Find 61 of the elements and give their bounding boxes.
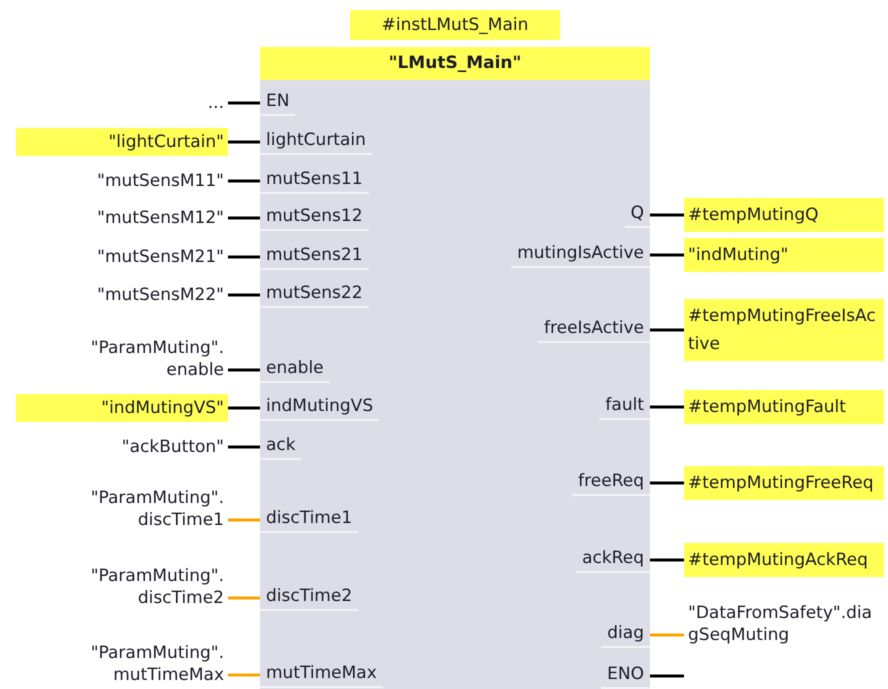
operand-text: "ParamMuting". discTime1 [68,484,228,534]
wire [650,214,684,216]
wire [650,328,684,332]
wire [228,596,260,600]
pin-label: EN [260,87,296,116]
wire [228,102,260,104]
wire [228,294,260,296]
tag-operand: "lightCurtain" [16,128,228,156]
wire [228,674,260,676]
operand-text: "DataFromSafety".diagSeqMuting [684,599,884,649]
pin-label: discTime1 [260,504,358,533]
tag-operand: #tempMutingQ [684,198,884,232]
tag-operand: #tempMutingAckReq [684,543,884,577]
pin-label: mutSens21 [260,241,369,270]
wire [650,482,684,484]
pin-label: mutSens22 [260,279,369,308]
operand-text: "mutSensM12" [12,204,228,232]
wire [228,140,260,144]
pin-label: indMutingVS [260,392,380,421]
operand-text: "ParamMuting". mutTimeMax [68,639,228,689]
wire [650,254,684,256]
wire [650,674,684,678]
wire [228,256,260,258]
pin-label: mutTimeMax [260,659,383,688]
wire [650,634,684,636]
operand-text: "mutSensM21" [12,243,228,271]
pin-label: diag [601,619,650,648]
wire [228,518,260,522]
tag-operand: #tempMutingFreeReq [684,466,884,500]
operand-text: ... [188,89,228,117]
wire [228,446,260,448]
pin-label: discTime2 [260,582,358,611]
pin-label: mutingIsActive [511,239,650,268]
wire [228,368,260,372]
tag-operand: #tempMutingFault [684,390,884,424]
pin-label: Q [624,199,650,228]
wire [650,558,684,562]
operand-text: "mutSensM22" [12,281,228,309]
pin-label: enable [260,354,330,383]
instance-label: #instLMutS_Main [350,10,560,40]
pin-label: ENO [601,660,650,689]
pin-label: ack [260,431,302,460]
pin-label: mutSens11 [260,165,369,194]
pin-label: lightCurtain [260,126,372,155]
pin-label: freeReq [572,467,650,496]
operand-text: "mutSensM11" [12,167,228,195]
operand-text: "ackButton" [12,433,228,461]
tag-operand: "indMutingVS" [16,394,228,422]
wire [228,406,260,410]
tag-operand: #tempMutingFreeIsActive [684,299,884,361]
wire [228,180,260,182]
pin-label: mutSens12 [260,202,369,231]
block-title: "LMutS_Main" [260,47,650,80]
pin-label: fault [599,391,650,420]
operand-text: "ParamMuting". enable [68,334,228,384]
pin-label: ackReq [576,544,650,573]
wire [650,406,684,408]
operand-text: "ParamMuting". discTime2 [68,562,228,612]
wire [228,216,260,220]
tag-operand: "indMuting" [684,238,884,272]
pin-label: freeIsActive [538,314,650,343]
